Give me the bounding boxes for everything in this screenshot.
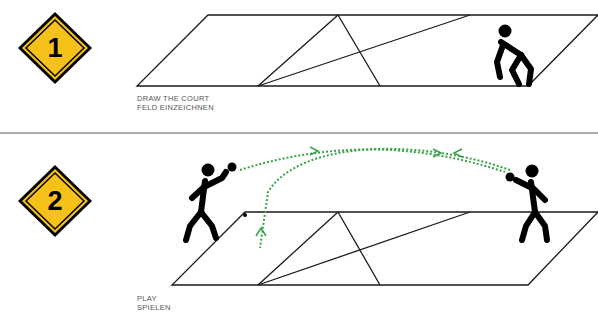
person-head xyxy=(499,25,512,38)
divider xyxy=(0,133,598,134)
ball-path xyxy=(240,149,510,248)
step-caption: FELD EINZEICHNEN xyxy=(137,104,214,112)
player-arm xyxy=(192,187,204,198)
ball-path-arrows xyxy=(256,147,462,236)
diamond-inner-border xyxy=(26,20,84,76)
diamond-border xyxy=(18,12,92,84)
step-number: 2 xyxy=(47,188,62,215)
diamond-border xyxy=(18,165,92,237)
player-arm xyxy=(206,172,226,186)
diamond-inner-border xyxy=(26,173,84,229)
person-leg xyxy=(512,55,521,84)
player-leg xyxy=(186,212,201,240)
player-arm xyxy=(516,180,530,187)
court-line xyxy=(258,15,338,86)
arrow-chevron xyxy=(454,149,462,157)
player-leg xyxy=(201,212,216,238)
step-caption: SPIELEN xyxy=(137,304,171,312)
diamond-fill xyxy=(22,169,88,233)
drawing-person xyxy=(497,25,531,85)
court-outline xyxy=(137,15,598,86)
ball xyxy=(243,213,247,217)
right-player xyxy=(506,165,548,241)
step-caption: PLAY xyxy=(137,295,157,303)
arrow-chevron xyxy=(433,149,441,157)
arrow-chevron xyxy=(310,147,318,155)
diamond-fill xyxy=(22,16,88,80)
court-outline xyxy=(172,212,598,285)
step-diamond: 1 xyxy=(17,11,93,85)
left-player xyxy=(186,163,237,241)
player-leg xyxy=(522,212,535,240)
ball-arc xyxy=(240,149,505,172)
court-top xyxy=(137,15,598,86)
player-leg xyxy=(535,212,547,240)
court-line xyxy=(258,212,338,285)
step-caption: DRAW THE COURT xyxy=(137,95,209,103)
court-line xyxy=(258,212,470,285)
paddle xyxy=(506,173,515,182)
court-line xyxy=(338,212,380,285)
arrow-chevron xyxy=(256,228,266,236)
player-arm xyxy=(533,188,545,200)
person-arm xyxy=(497,45,503,77)
court-line xyxy=(258,15,470,86)
player-head xyxy=(526,165,539,178)
paddle xyxy=(228,163,237,172)
player-head xyxy=(202,164,215,177)
step-number: 1 xyxy=(47,35,62,62)
step-diamond: 2 xyxy=(17,164,93,238)
ball-arc xyxy=(260,149,510,248)
court-bottom xyxy=(172,212,598,285)
court-line xyxy=(338,15,380,86)
person-leg xyxy=(521,55,531,84)
